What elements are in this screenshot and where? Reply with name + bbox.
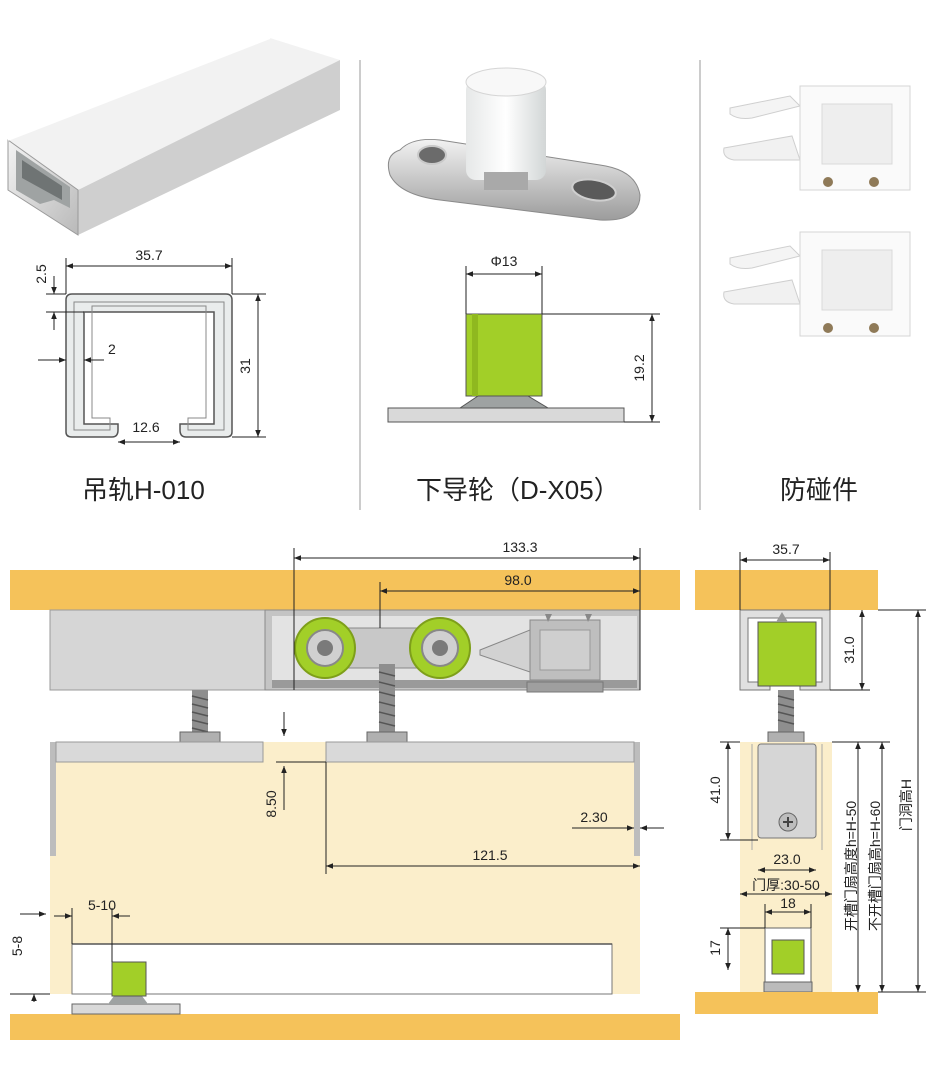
rail-slot-label: 12.6 xyxy=(132,419,159,435)
front-bottom-label: 5-8 xyxy=(9,936,25,956)
side-rail-height-label: 31.0 xyxy=(841,636,857,663)
side-hanger-label: 41.0 xyxy=(707,776,723,803)
front-end-label: 5-10 xyxy=(88,897,116,913)
guide-caption: 下导轮（D-X05） xyxy=(416,475,620,505)
guide-photo xyxy=(387,67,641,221)
rail-photo xyxy=(7,37,340,236)
guide-height-label: 19.2 xyxy=(631,354,647,381)
ceiling-beam xyxy=(10,570,680,610)
stopper-photo-1 xyxy=(723,85,911,191)
side-view: 35.7 31.0 41.0 23.0 门厚:30-50 18 17 开槽门扇高… xyxy=(695,541,926,1014)
side-plate-label: 23.0 xyxy=(773,851,800,867)
rail-width-label: 35.7 xyxy=(135,247,162,263)
rail-wall-label: 2.5 xyxy=(33,264,49,284)
side-unslotted-label: 不开槽门扇高h=H-60 xyxy=(867,801,883,932)
rail-section-drawing: 35.7 2.5 2 31 12.6 xyxy=(33,247,266,445)
guide-drawing: Φ13 19.2 xyxy=(387,253,660,423)
front-spacing-label: 98.0 xyxy=(504,572,531,588)
front-total-label: 133.3 xyxy=(502,539,537,555)
front-gap-label: 8.50 xyxy=(263,790,279,817)
floor xyxy=(10,1014,680,1040)
guide-dia-label: Φ13 xyxy=(491,253,518,269)
rail-caption: 吊轨H-010 xyxy=(82,475,205,505)
side-slotted-label: 开槽门扇高度h=H-50 xyxy=(843,801,859,932)
side-slot-width-label: 18 xyxy=(780,895,796,911)
stopper-photo-2 xyxy=(723,231,911,337)
side-thickness-label: 门厚:30-50 xyxy=(752,877,820,893)
stopper-caption: 防碰件 xyxy=(780,475,859,505)
front-length-label: 121.5 xyxy=(472,847,507,863)
side-rail-width-label: 35.7 xyxy=(772,541,799,557)
rail-thickness-label: 2 xyxy=(108,341,116,357)
side-slot-height-label: 17 xyxy=(707,940,723,956)
rail-height-label: 31 xyxy=(237,358,253,374)
side-opening-label: 门洞高H xyxy=(898,779,914,831)
front-view: 133.3 98.0 8.50 2.30 121.5 5-10 5-8 xyxy=(9,539,680,1040)
front-offset-label: 2.30 xyxy=(580,809,607,825)
